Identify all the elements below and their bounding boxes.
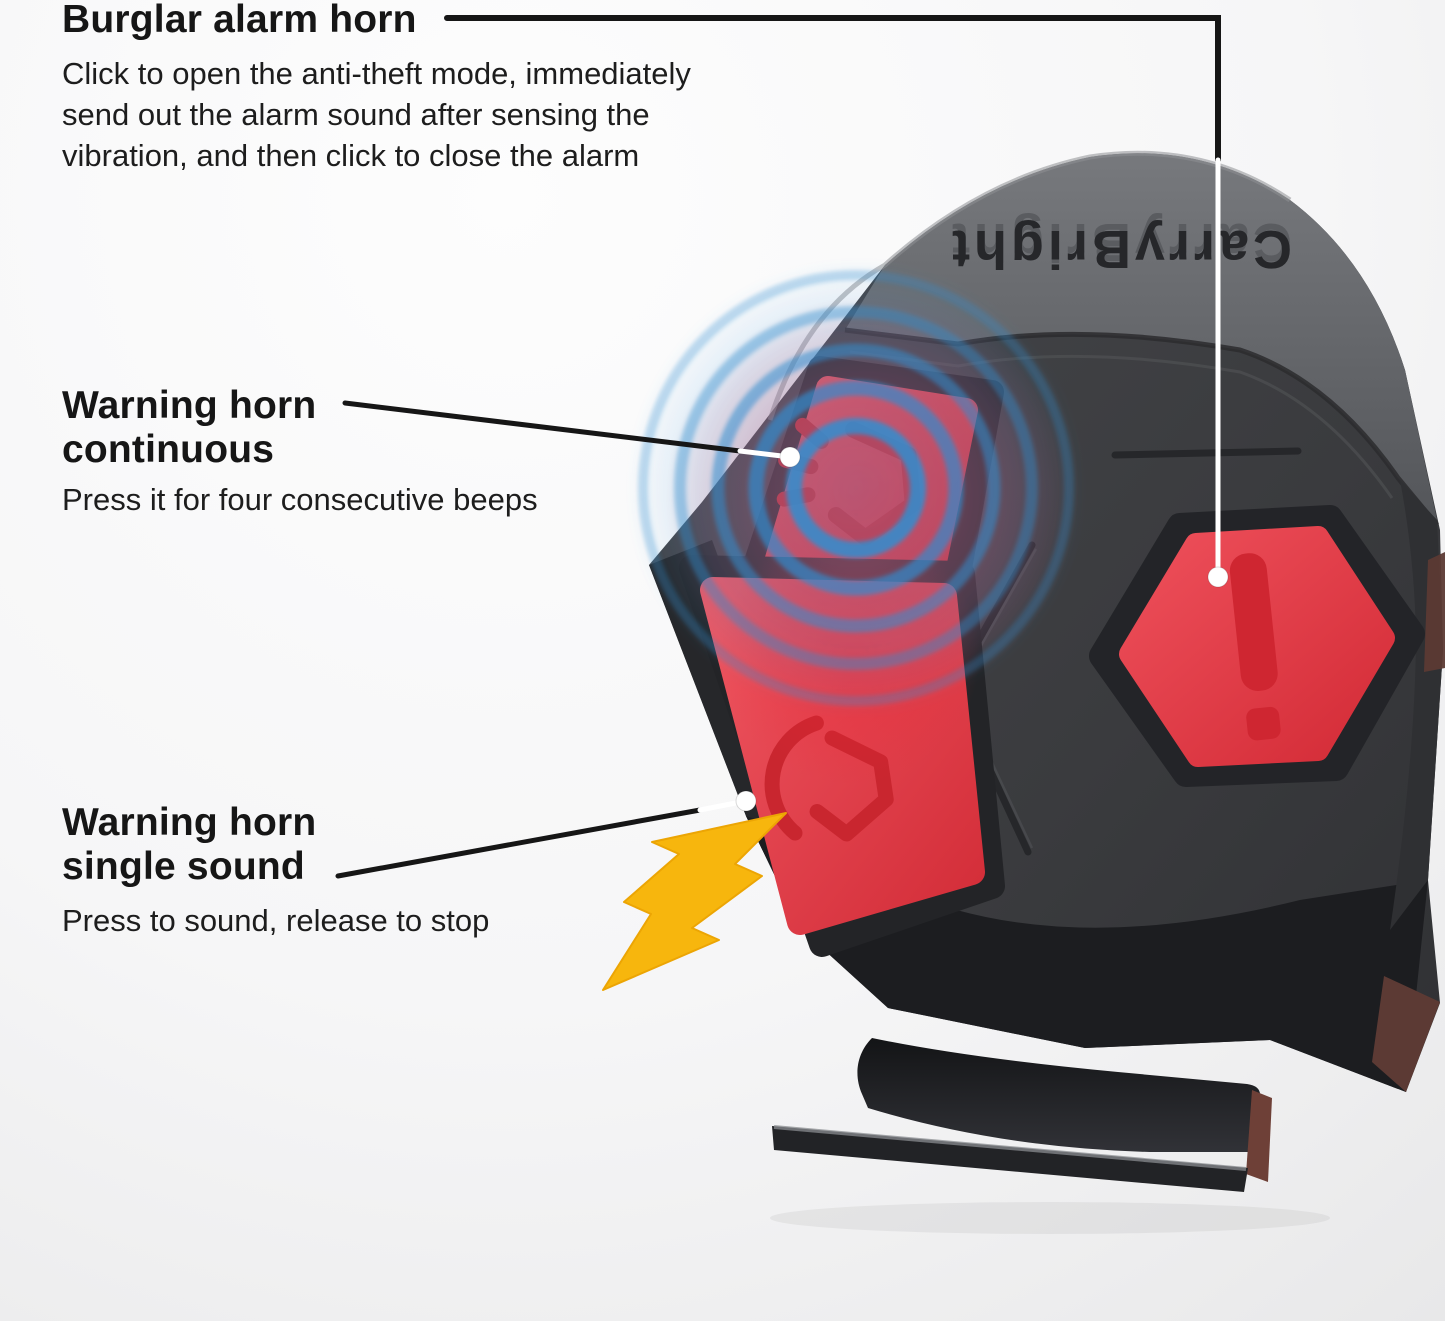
bottom-facet — [746, 816, 1428, 1092]
callout-warning-continuous: Warning horn continuous Press it for fou… — [62, 384, 538, 521]
callout-continuous-title: Warning horn continuous — [62, 384, 317, 472]
callout-single-title: Warning horn single sound — [62, 801, 317, 889]
callout-burglar-description: Click to open the anti-theft mode, immed… — [62, 56, 691, 173]
bracket-plate-highlight — [773, 1125, 1247, 1171]
callout-single-description: Press to sound, release to stop — [62, 903, 490, 939]
burglar-alarm-button — [1089, 505, 1425, 787]
callout-dot — [1207, 566, 1229, 588]
callout-burglar: Burglar alarm horn Click to open the ant… — [62, 0, 691, 177]
callout-burglar-title: Burglar alarm horn — [62, 0, 417, 41]
callout-line-single — [335, 790, 757, 879]
callout-line-burglar — [444, 15, 1229, 588]
mount-bracket — [772, 1038, 1272, 1192]
callout-warning-single: Warning horn single sound Press to sound… — [62, 801, 489, 942]
brand-logo-text: CarryBright — [948, 219, 1292, 279]
brand-logo-highlight: CarryBright — [948, 212, 1292, 272]
brand-logo: CarryBright CarryBright — [948, 212, 1292, 279]
exclamation-icon — [1229, 553, 1281, 741]
vibration-rings — [626, 258, 1086, 718]
callout-line-continuous — [342, 400, 801, 468]
callout-dot — [779, 446, 801, 468]
callout-dot — [735, 790, 757, 812]
callout-continuous-description: Press it for four consecutive beeps — [62, 482, 538, 518]
face-groove-horizontal — [1111, 447, 1302, 459]
adhesive-edge-right — [1424, 552, 1445, 672]
lightning-bolt-icon — [602, 812, 787, 991]
device-shadow — [770, 1202, 1330, 1234]
adhesive-edge-bottom-right — [1372, 976, 1440, 1092]
bracket-adhesive-edge — [1246, 1090, 1272, 1182]
bracket-plate — [772, 1126, 1248, 1192]
bracket-bar — [857, 1038, 1265, 1152]
